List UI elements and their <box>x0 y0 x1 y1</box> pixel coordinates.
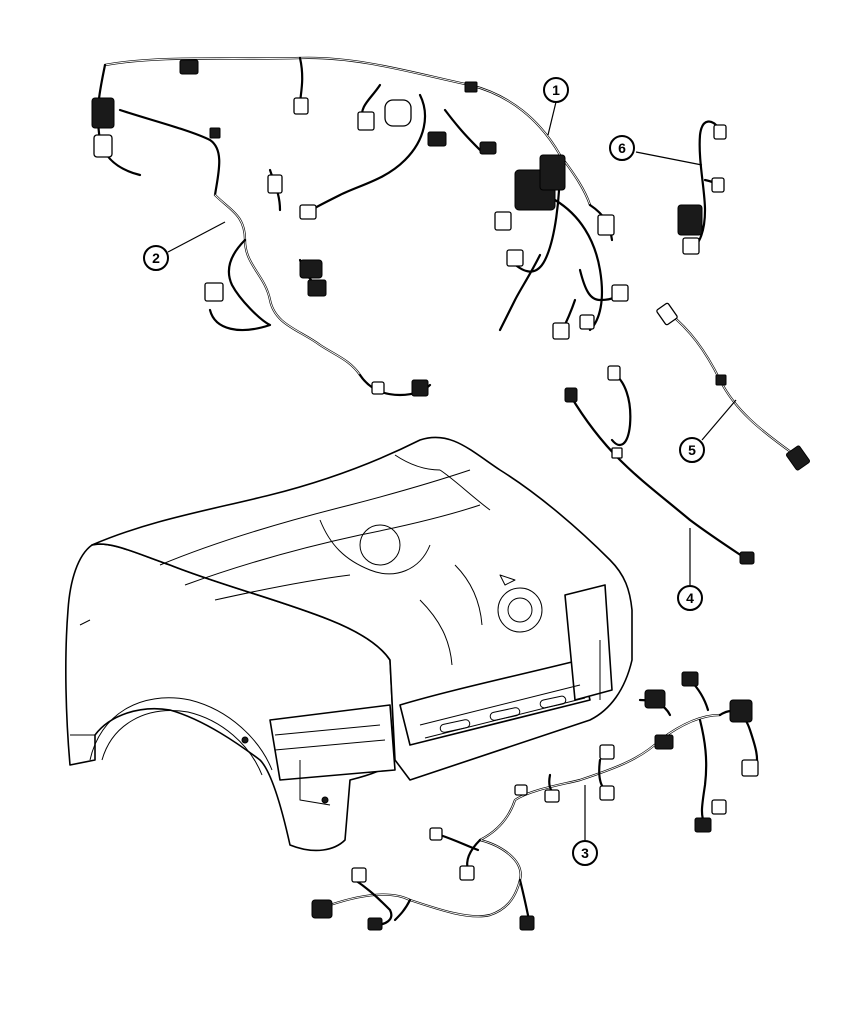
callout-5-label: 5 <box>688 442 696 458</box>
callout-2-circle <box>143 245 169 271</box>
callout-4-circle <box>677 585 703 611</box>
callout-3-label: 3 <box>581 845 589 861</box>
callout-3-circle <box>572 840 598 866</box>
callout-6-label: 6 <box>618 140 626 156</box>
callout-6-circle <box>609 135 635 161</box>
callout-5-circle <box>679 437 705 463</box>
relay-pigtail-harness <box>677 120 727 255</box>
vehicle-front-body-structure <box>65 436 633 852</box>
callout-6: 6 <box>609 135 635 161</box>
callout-2: 2 <box>143 245 169 271</box>
callout-3: 3 <box>572 840 598 866</box>
callout-2-label: 2 <box>152 250 160 266</box>
overlay-jumper-harness <box>564 365 755 565</box>
jumper-harness <box>656 302 811 471</box>
callout-4-label: 4 <box>686 590 694 606</box>
callout-leader-lines <box>167 101 737 840</box>
callout-5: 5 <box>679 437 705 463</box>
instrument-panel-wiring-harness <box>91 56 629 397</box>
callout-4: 4 <box>677 585 703 611</box>
callout-1-label: 1 <box>552 82 560 98</box>
callout-1: 1 <box>543 77 569 103</box>
headlamp-dash-wiring-harness <box>311 671 759 931</box>
callout-1-circle <box>543 77 569 103</box>
